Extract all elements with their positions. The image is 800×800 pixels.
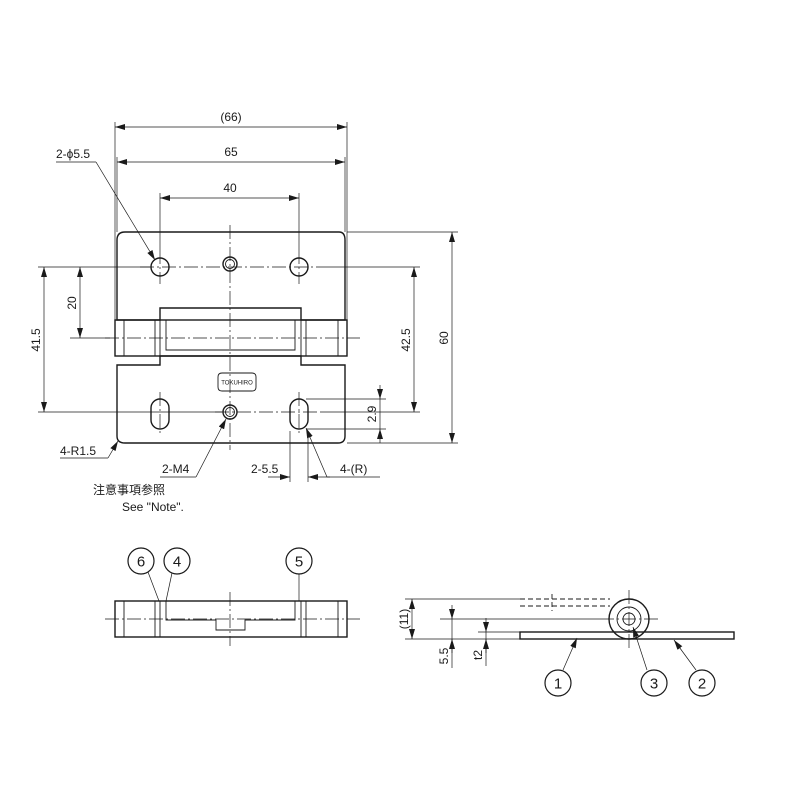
hole-pitch-label: 40 (223, 181, 237, 195)
thickness-label: t2 (471, 650, 485, 660)
side-height-label: (11) (397, 609, 411, 629)
lower-hole-offset-label: 41.5 (29, 328, 43, 352)
callout-balloon: 4 (163, 547, 191, 575)
side-view: (11) 5.5 t2 1 3 2 (397, 590, 735, 697)
overall-width-label: (66) (220, 110, 241, 124)
top-view: TOKUHIRO (105, 225, 360, 450)
slot-radius-label: 4-(R) (340, 462, 367, 476)
svg-text:3: 3 (650, 676, 658, 693)
hole-callout: 2-ϕ5.5 (56, 147, 90, 161)
callout-balloon: 5 (285, 547, 313, 575)
body-width-label: 65 (224, 145, 238, 159)
slot-width-label: 2-5.5 (251, 462, 279, 476)
note-en: See "Note". (122, 500, 184, 514)
callout-balloon: 2 (688, 669, 716, 697)
front-view: 6 4 5 (105, 547, 360, 646)
svg-text:5: 5 (295, 554, 303, 571)
svg-text:TOKUHIRO: TOKUHIRO (221, 381, 253, 387)
hole-span-label: 42.5 (399, 328, 413, 352)
upper-leaf (116, 231, 346, 321)
note-jp: 注意事項参照 (93, 482, 165, 497)
callout-balloon: 1 (544, 669, 572, 697)
overall-height-label: 60 (437, 331, 451, 345)
dimensions: (66) 65 40 2-ϕ5.5 20 41.5 42.5 60 (29, 110, 458, 514)
svg-text:2: 2 (698, 676, 706, 693)
slot-length-label: 2.9 (365, 405, 379, 422)
svg-text:6: 6 (137, 554, 145, 571)
callout-balloon: 3 (640, 669, 668, 697)
tapped-hole-label: 2-M4 (162, 462, 190, 476)
upper-hole-offset-label: 20 (65, 296, 79, 310)
callout-balloon: 6 (127, 547, 155, 575)
svg-text:1: 1 (554, 676, 562, 693)
manufacturer-logo: TOKUHIRO (217, 372, 257, 392)
leaf-height-label: 5.5 (437, 647, 451, 664)
lower-leaf (116, 355, 346, 444)
corner-radius-label: 4-R1.5 (60, 444, 96, 458)
svg-text:4: 4 (173, 554, 181, 571)
